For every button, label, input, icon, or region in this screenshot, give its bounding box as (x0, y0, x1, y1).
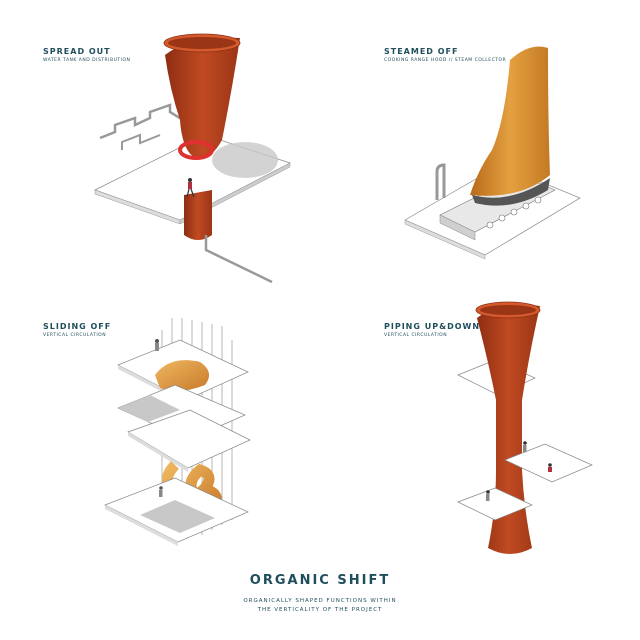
sliding-off-diagram (104, 318, 251, 546)
pipe (204, 235, 273, 284)
person-figure (155, 339, 159, 351)
panel-title: STEAMED OFF (384, 47, 459, 56)
shadow (212, 142, 278, 178)
piping-up-down-diagram (457, 301, 593, 554)
person-figure (486, 490, 490, 501)
steamed-off-diagram (404, 46, 581, 260)
slide (155, 360, 209, 391)
panel-title: SPREAD OUT (43, 47, 111, 56)
trunk (184, 190, 212, 240)
stools (486, 196, 542, 229)
floor-slab (504, 443, 593, 483)
floor-slab (457, 487, 533, 521)
pipe (99, 103, 184, 140)
subtitle-line-2: THE VERTICALITY OF THE PROJECT (257, 607, 383, 613)
panel-label-spread-out: SPREAD OUT WATER TANK AND DISTRIBUTION (43, 47, 130, 64)
water-tank (165, 37, 240, 159)
distribution-ring (178, 140, 214, 160)
pipe-tower (477, 304, 540, 554)
spread-out-diagram (94, 33, 291, 284)
range-hood (470, 46, 550, 196)
panel-title: PIPING UP&DOWN (384, 322, 481, 331)
diagram-subtitle: ORGANICALLY SHAPED FUNCTIONS WITHIN THE … (0, 597, 640, 615)
panel-subtitle: VERTICAL CIRCULATION (384, 333, 448, 338)
person-figure (186, 178, 195, 198)
person-figure (548, 463, 552, 472)
steam-collector (472, 178, 550, 206)
pipe (121, 133, 161, 150)
subtitle-line-1: ORGANICALLY SHAPED FUNCTIONS WITHIN (243, 598, 397, 604)
panel-subtitle: WATER TANK AND DISTRIBUTION (43, 58, 131, 63)
panel-subtitle: VERTICAL CIRCULATION (43, 333, 107, 338)
pipe (435, 163, 446, 200)
person-figure (523, 441, 527, 452)
panel-title: SLIDING OFF (43, 322, 112, 331)
panel-label-piping-up-down: PIPING UP&DOWN VERTICAL CIRCULATION (384, 322, 480, 339)
diagram-title: ORGANIC SHIFT (249, 573, 391, 588)
person-figure (159, 486, 163, 497)
panel-label-sliding-off: SLIDING OFF VERTICAL CIRCULATION (43, 322, 111, 339)
panel-label-steamed-off: STEAMED OFF COOKING RANGE HOOD // STEAM … (384, 47, 506, 64)
panel-subtitle: COOKING RANGE HOOD // STEAM COLLECTOR (384, 58, 507, 63)
